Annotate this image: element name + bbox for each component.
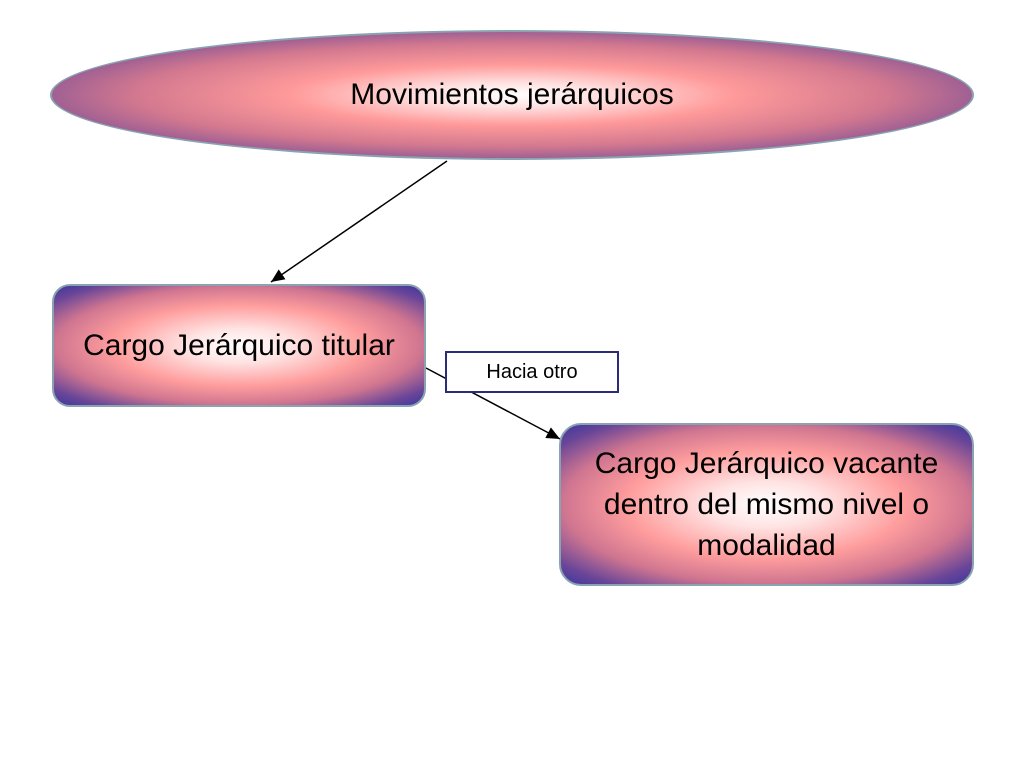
connector-root-to-titular — [270, 160, 448, 283]
node-cargo-titular-label: Cargo Jerárquico titular — [83, 328, 395, 362]
node-cargo-vacante: Cargo Jerárquico vacante dentro del mism… — [559, 423, 974, 586]
node-cargo-vacante-label: Cargo Jerárquico vacante dentro del mism… — [594, 447, 939, 562]
node-cargo-titular: Cargo Jerárquico titular — [52, 284, 426, 407]
root-node: Movimientos jerárquicos — [50, 30, 974, 160]
edge-label-hacia-otro: Hacia otro — [445, 351, 619, 393]
edge-label-text: Hacia otro — [486, 360, 578, 383]
root-node-label: Movimientos jerárquicos — [350, 78, 674, 111]
